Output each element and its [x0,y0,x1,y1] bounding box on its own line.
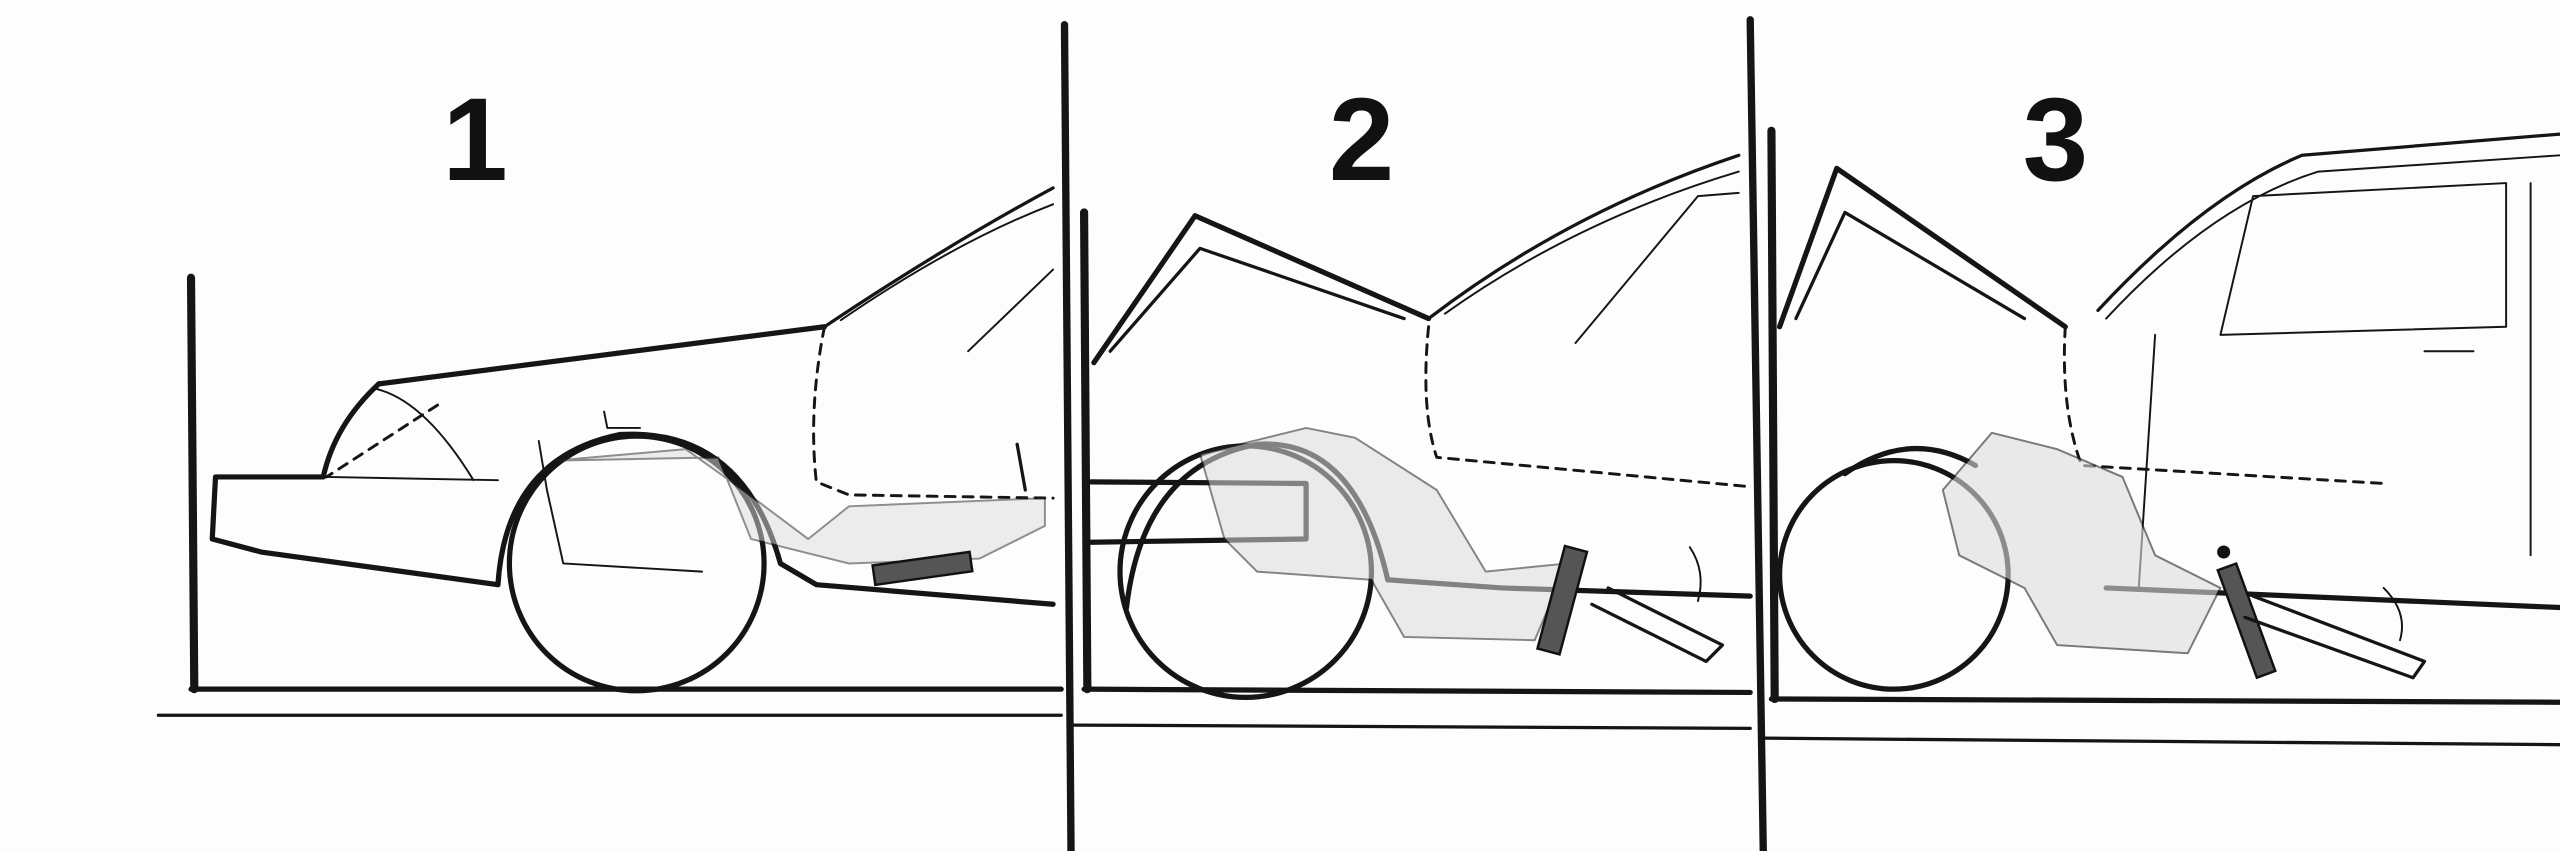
panel-divider [1746,16,1767,851]
panel-1: 1 [156,74,1064,717]
barrier-wall [1080,208,1092,694]
panel-3: 3 [1761,74,2560,747]
panel-2: 2 [1072,74,1753,730]
barrier-wall [186,273,199,694]
panel-number: 1 [442,74,507,205]
barrier-wall [1767,126,1779,704]
floor-line [1768,696,2560,705]
car-crumpled-stage-2 [1088,153,1753,700]
buckled-hood [1091,213,1432,366]
ground-line [1072,723,1752,730]
buckled-hood [1776,165,2068,330]
panel-number: 3 [2023,74,2088,205]
panel-number: 2 [1329,74,1394,205]
floor-line [1081,686,1753,696]
car-intact [209,186,1056,694]
ground-line [1761,736,2560,747]
car-crumpled-stage-3 [1776,132,2560,692]
panel-divider [1060,21,1075,851]
